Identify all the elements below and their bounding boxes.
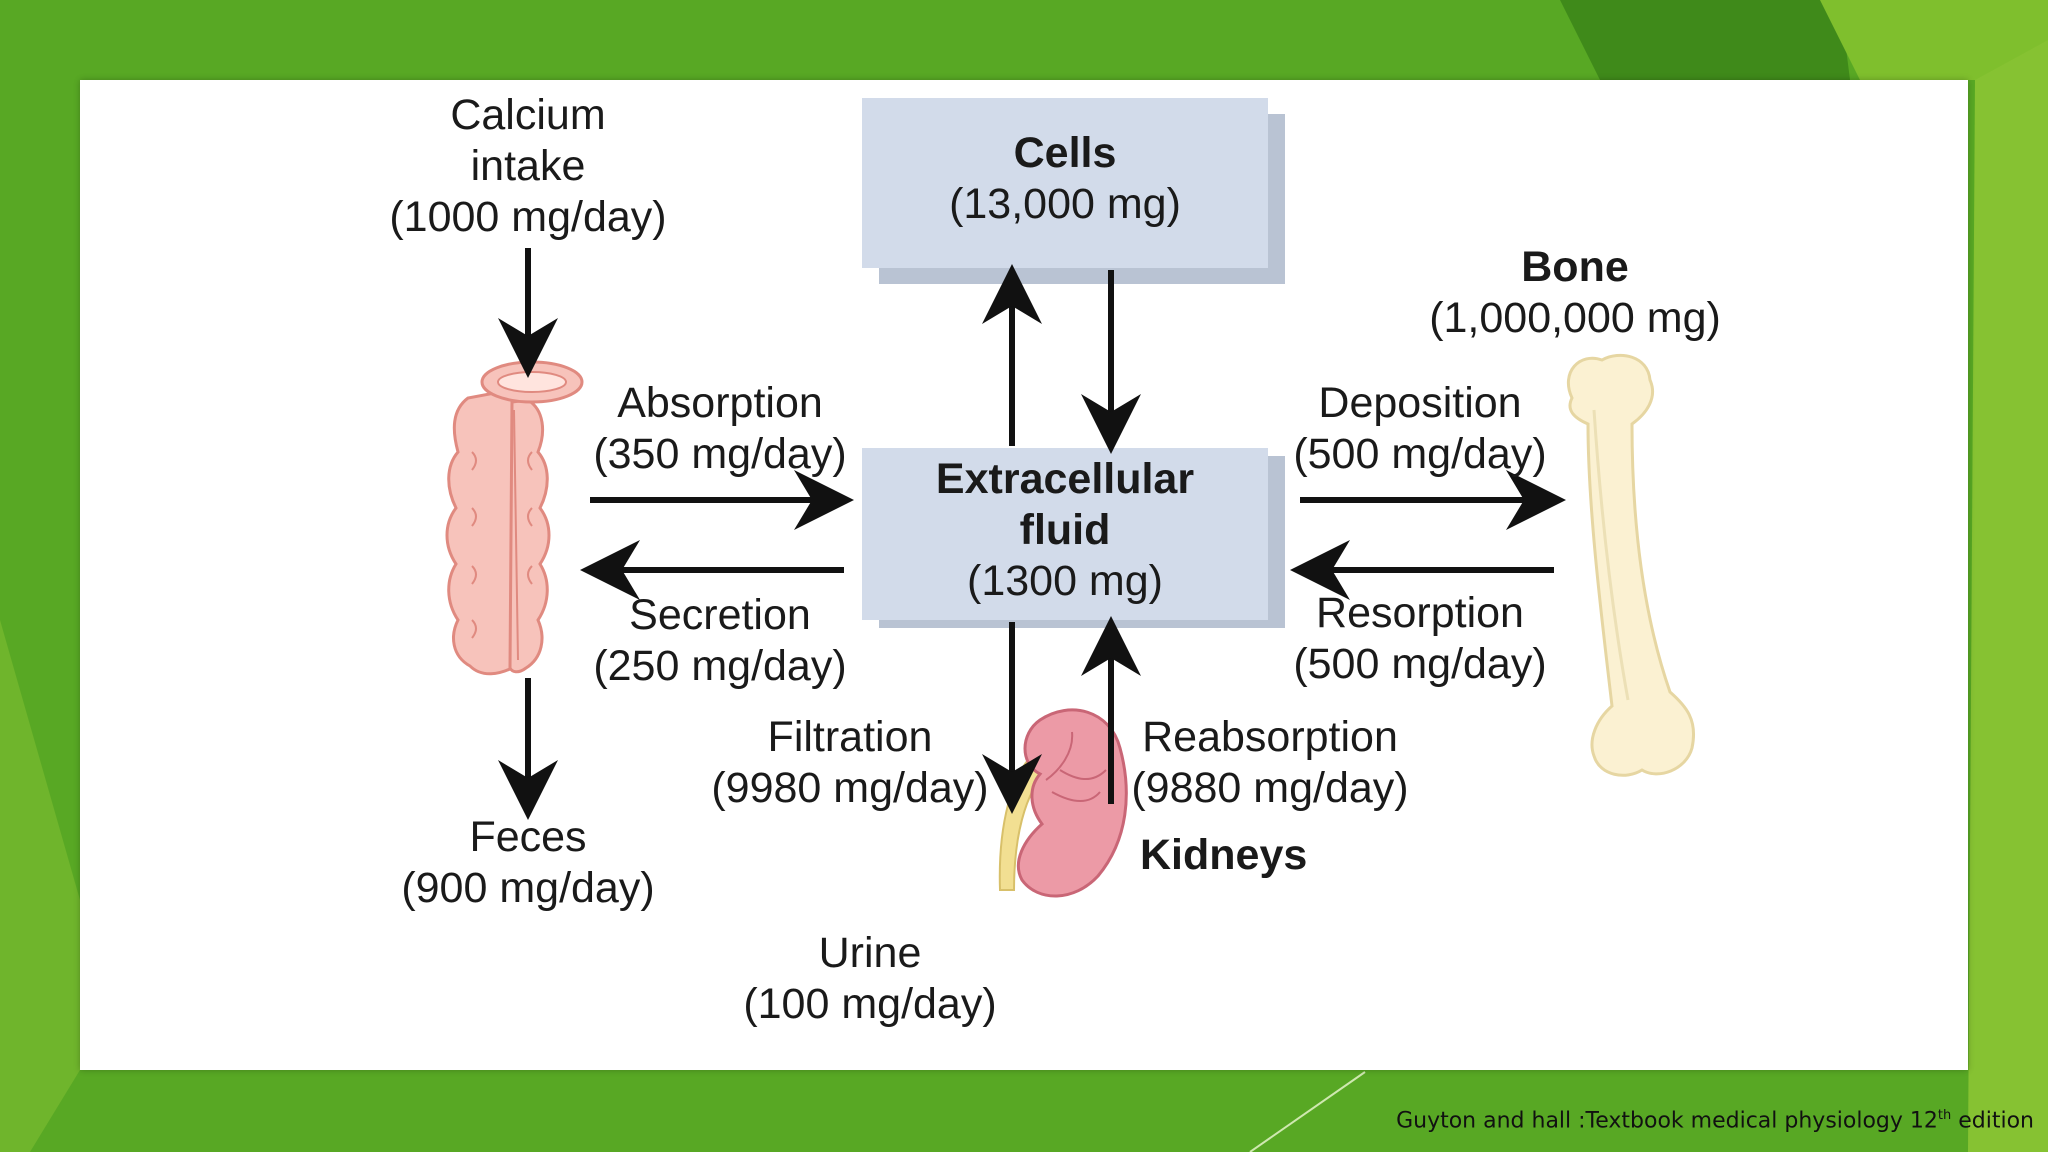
urine-label: Urine (100 mg/day): [743, 929, 997, 1028]
kidney-illustration: [998, 708, 1128, 898]
cells-title: Cells: [1013, 129, 1117, 177]
cells-label: Cells (13,000 mg): [862, 128, 1268, 230]
reabsorption-label: Reabsorption (9880 mg/day): [1131, 713, 1409, 812]
bone-title: Bone: [1521, 243, 1629, 291]
deposition-label: Deposition (500 mg/day): [1293, 379, 1547, 478]
ecf-amount: (1300 mg): [967, 557, 1163, 605]
bone-illustration: [1566, 353, 1695, 777]
filtration-label: Filtration (9980 mg/day): [711, 713, 989, 812]
absorption-label: Absorption (350 mg/day): [593, 379, 847, 478]
ecf-title-line2: fluid: [1019, 506, 1111, 554]
resorption-label: Resorption (500 mg/day): [1293, 589, 1547, 688]
ecf-label: Extracellular fluid (1300 mg): [862, 454, 1268, 607]
cells-box: [862, 98, 1268, 268]
feces-label: Feces (900 mg/day): [401, 813, 655, 912]
source-citation: Guyton and hall :Textbook medical physio…: [1396, 1108, 2034, 1134]
secretion-label: Secretion (250 mg/day): [593, 591, 847, 690]
ecf-box: [862, 448, 1268, 620]
cells-amount: (13,000 mg): [949, 180, 1181, 228]
ecf-title-line1: Extracellular: [935, 455, 1195, 503]
bone-label: Bone (1,000,000 mg): [1400, 242, 1750, 344]
flow-arrows: [498, 248, 1566, 820]
diagram-panel: Calcium intake (1000 mg/day) Cells (13,0…: [80, 80, 1968, 1070]
kidneys-label: Kidneys: [1140, 831, 1308, 879]
intestine-illustration: [445, 360, 584, 676]
intake-label: Calcium intake (1000 mg/day): [389, 91, 667, 241]
calcium-flow-diagram: [445, 248, 1695, 898]
bone-amount: (1,000,000 mg): [1429, 294, 1721, 342]
